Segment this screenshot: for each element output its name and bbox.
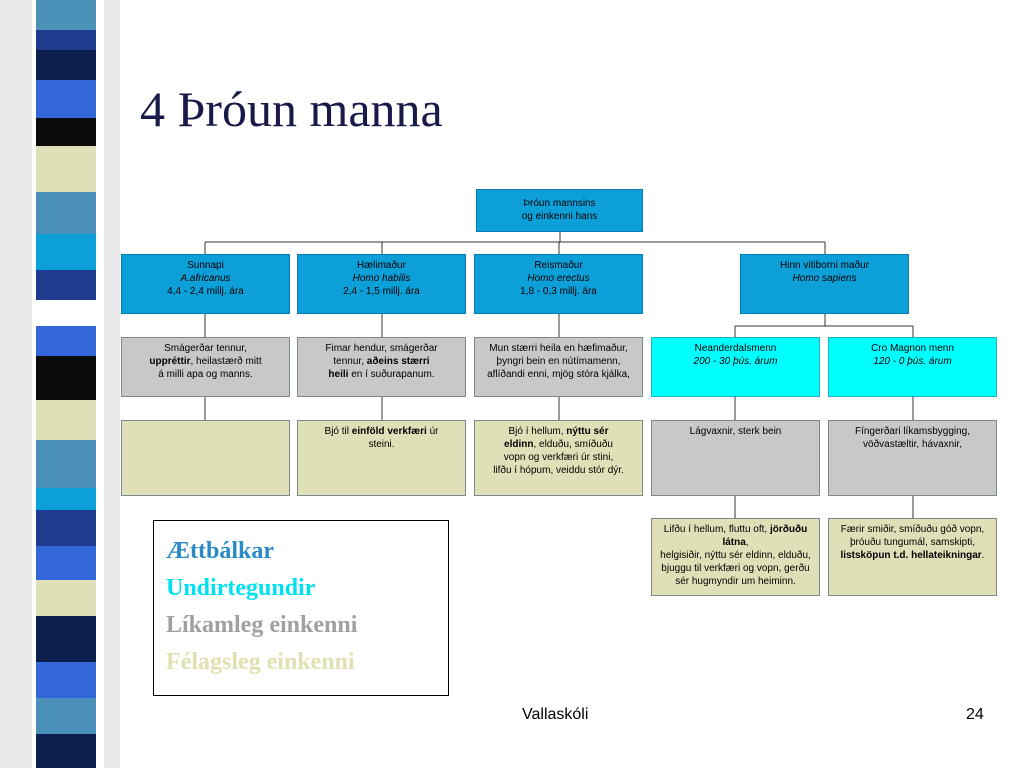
species-time: 1,8 - 0,3 millj. ára — [520, 286, 597, 297]
subspecies-time: 200 - 30 þús. árum — [693, 356, 778, 367]
species-latin: Homo sapiens — [792, 273, 857, 284]
physical-line-2: tennur, aðeins stærri — [298, 355, 465, 368]
social-cro-magnon: Færir smiðir, smíðuðu góð vopn, þróuðu t… — [828, 518, 997, 596]
physical-line-2: þyngri bein en nútímamenn, — [496, 356, 621, 367]
species-latin: Homo erectus — [527, 273, 590, 284]
social-bold: listsköpun t.d. hellateikningar — [840, 550, 982, 561]
species-name: Reismaður — [534, 260, 583, 271]
subspecies-name: Cro Magnon menn — [871, 343, 954, 354]
social-line-1: Færir smiðir, smíðuðu góð vopn, — [840, 524, 985, 535]
species-name: Hinn vitiborni maður — [780, 260, 869, 271]
species-name: Hælimaður — [357, 260, 406, 271]
physical-line-3: heili en í suðurapanum. — [298, 368, 465, 381]
species-name: Sunnapi — [187, 260, 224, 271]
species-reismadur: Reismaður Homo erectus 1,8 - 0,3 millj. … — [474, 254, 643, 314]
physical-line-1: Lágvaxnir, sterk bein — [689, 426, 782, 437]
physical-line-3: á milli apa og manns. — [158, 369, 253, 380]
slide-title: 4 Þróun manna — [140, 81, 443, 137]
social-rest: , — [745, 537, 749, 548]
social-line-2: steini. — [368, 439, 395, 450]
subspecies-name: Neanderdalsmenn — [694, 343, 777, 354]
physical-line-1: Fíngerðari líkamsbygging, — [854, 426, 971, 437]
subspecies-neanderdalsmenn: Neanderdalsmenn 200 - 30 þús. árum — [651, 337, 820, 397]
subspecies-time: 120 - 0 þús. árum — [873, 356, 952, 367]
social-line-3: vopn og verkfæri úr stini, — [503, 452, 614, 463]
social-bold-2: eldinn — [504, 439, 534, 450]
social-line-1: Lifðu í hellum, fluttu oft, jörðuðu látn… — [652, 523, 819, 549]
social-rest: úr — [426, 426, 439, 437]
social-rest: . — [981, 550, 985, 561]
social-sunnapi — [121, 420, 290, 496]
legend-item-physical: Líkamleg einkenni — [166, 612, 358, 638]
species-haelimadur: Hælimaður Homo habilis 2,4 - 1,5 millj. … — [297, 254, 466, 314]
social-line-3: listsköpun t.d. hellateikningar. — [829, 549, 996, 562]
root-node: Þróun mannsins og einkenni hans — [476, 189, 643, 232]
physical-cro-magnon: Fíngerðari líkamsbygging, vöðvastæltir, … — [828, 420, 997, 496]
social-pre: Bjó til — [324, 426, 352, 437]
legend-box: Ættbálkar Undirtegundir Líkamleg einkenn… — [153, 520, 449, 696]
physical-bold-2: heili — [328, 369, 349, 380]
physical-rest: en í suðurapanum. — [348, 369, 435, 380]
physical-bold: uppréttir — [149, 356, 191, 367]
social-pre: Lifðu í hellum, fluttu oft, — [663, 524, 770, 535]
decorative-stripe-bar — [0, 0, 120, 768]
root-line-2: og einkenni hans — [521, 211, 598, 222]
page-number: 24 — [966, 706, 984, 723]
species-time: 4,4 - 2,4 millj. ára — [167, 286, 244, 297]
social-line-2: þróuðu tungumál, samskipti, — [849, 537, 976, 548]
social-haelimadur: Bjó til einföld verkfæri úr steini. — [297, 420, 466, 496]
social-line-1: Bjó í hellum, nýttu sér — [475, 425, 642, 438]
physical-line-1: Fimar hendur, smágerðar — [325, 343, 438, 354]
physical-line-3: aflíðandi enni, mjög stóra kjálka, — [487, 369, 630, 380]
social-neanderdalsmenn: Lifðu í hellum, fluttu oft, jörðuðu látn… — [651, 518, 820, 596]
legend-item-social: Félagsleg einkenni — [166, 649, 355, 675]
subspecies-cro-magnon: Cro Magnon menn 120 - 0 þús. árum — [828, 337, 997, 397]
physical-reismadur: Mun stærri heila en hæfimaður, þyngri be… — [474, 337, 643, 397]
physical-haelimadur: Fimar hendur, smágerðar tennur, aðeins s… — [297, 337, 466, 397]
social-reismadur: Bjó í hellum, nýttu sér eldinn, elduðu, … — [474, 420, 643, 496]
social-line-1: Bjó til einföld verkfæri úr — [298, 425, 465, 438]
legend-item-subspecies: Undirtegundir — [166, 575, 316, 601]
physical-line-2: uppréttir, heilastærð mitt — [122, 355, 289, 368]
footer-school: Vallaskóli — [522, 706, 589, 723]
social-line-4: sér hugmyndir um heiminn. — [675, 576, 796, 587]
physical-bold: aðeins stærri — [366, 356, 430, 367]
physical-line-2: vöðvastæltir, hávaxnir, — [863, 439, 962, 450]
physical-line-1: Mun stærri heila en hæfimaður, — [489, 343, 628, 354]
species-sunnapi: Sunnapi A.africanus 4,4 - 2,4 millj. ára — [121, 254, 290, 314]
physical-neanderdalsmenn: Lágvaxnir, sterk bein — [651, 420, 820, 496]
social-line-2: helgisiðir, nýttu sér eldinn, elduðu, — [660, 550, 811, 561]
social-bold: nýttu sér — [566, 426, 609, 437]
physical-line-1: Smágerðar tennur, — [164, 343, 247, 354]
social-rest: , elduðu, smíðuðu — [533, 439, 613, 450]
social-bold: einföld verkfæri — [351, 426, 427, 437]
social-bold: jörðuðu látna — [722, 524, 808, 548]
social-line-2: eldinn, elduðu, smíðuðu — [475, 438, 642, 451]
social-line-3: bjuggu til verkfæri og vopn, gerðu — [661, 563, 810, 574]
legend-item-tribes: Ættbálkar — [166, 538, 274, 564]
species-latin: A.africanus — [180, 273, 231, 284]
physical-rest: , heilastærð mitt — [190, 356, 262, 367]
species-time: 2,4 - 1,5 millj. ára — [343, 286, 420, 297]
social-line-4: lifðu í hópum, veiddu stór dýr. — [493, 465, 624, 476]
physical-sunnapi: Smágerðar tennur, uppréttir, heilastærð … — [121, 337, 290, 397]
root-line-1: Þróun mannsins — [523, 198, 596, 209]
species-latin: Homo habilis — [352, 273, 411, 284]
social-pre: Bjó í hellum, — [508, 426, 567, 437]
physical-pre: tennur, — [333, 356, 367, 367]
species-homo-sapiens: Hinn vitiborni maður Homo sapiens — [740, 254, 909, 314]
